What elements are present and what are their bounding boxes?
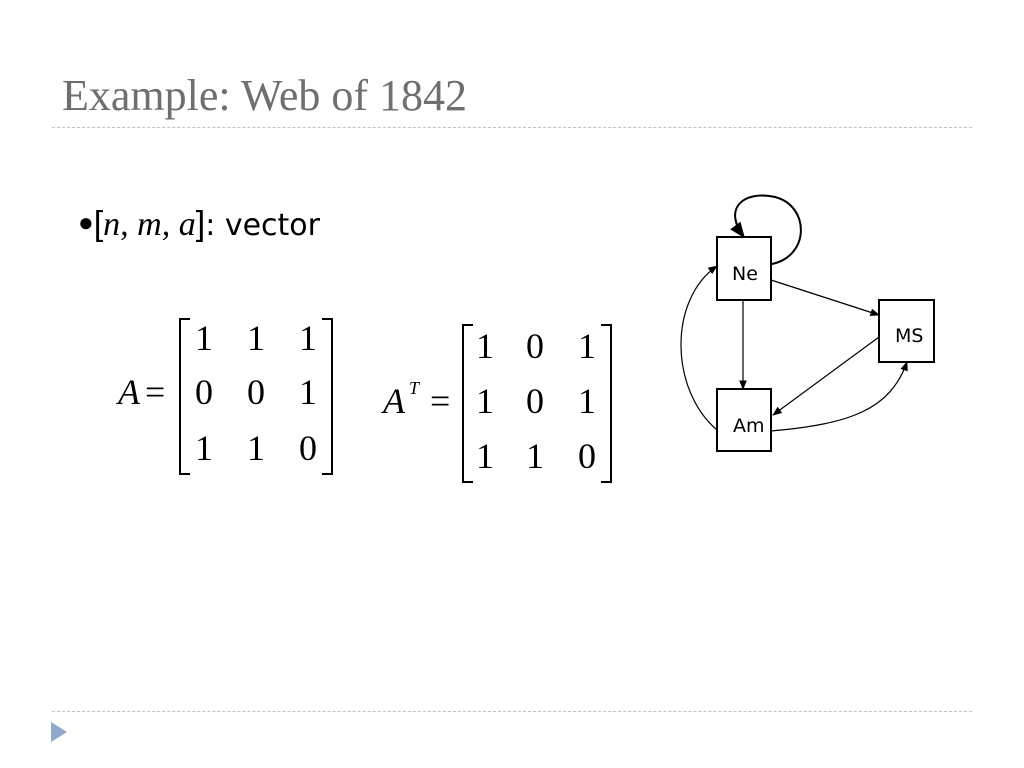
sep-2: ,	[161, 206, 179, 243]
bracket-close: ]	[195, 205, 206, 243]
var-n: n	[103, 206, 121, 243]
edge-ne-ms	[770, 279, 880, 316]
bullet-point: ●[n, m, a]: vector	[78, 205, 320, 244]
matrix-cell: 1	[476, 436, 494, 476]
node-am-box	[716, 388, 772, 452]
edge-ms-am	[772, 336, 880, 416]
footer-divider	[52, 711, 972, 712]
matrix-cell: 1	[195, 428, 213, 468]
matrix-cell: 1	[247, 318, 265, 358]
node-am-label: Am	[733, 415, 765, 437]
matrix-a-left-bracket	[179, 318, 190, 475]
triangle-right-icon[interactable]	[51, 722, 67, 742]
matrix-cell: 1	[299, 318, 317, 358]
matrix-cell: 1	[578, 326, 596, 366]
edge-am-ne	[680, 265, 718, 431]
matrix-cell: 1	[476, 381, 494, 421]
matrix-at-superscript: T	[409, 378, 421, 398]
matrix-cell: 1	[195, 318, 213, 358]
matrix-cell: 0	[578, 436, 596, 476]
bullet-text: : vector	[205, 208, 320, 243]
matrix-a-right-bracket	[322, 318, 333, 475]
bullet-dot-icon: ●	[78, 207, 94, 237]
matrix-cell: 1	[247, 428, 265, 468]
title-divider	[52, 127, 972, 128]
bracket-open: [	[93, 205, 104, 243]
edge-am-ms	[770, 361, 908, 432]
matrix-cell: 1	[476, 326, 494, 366]
matrix-at-right-bracket	[601, 324, 612, 483]
matrix-cell: 1	[299, 372, 317, 412]
var-a: a	[178, 206, 196, 243]
matrix-cell: 1	[526, 436, 544, 476]
sep-1: ,	[120, 206, 138, 243]
node-ms-box	[878, 299, 935, 363]
matrix-cell: 0	[526, 326, 544, 366]
matrix-cell: 1	[578, 381, 596, 421]
matrix-a-name: A	[116, 372, 141, 412]
node-ne-box	[716, 236, 772, 301]
matrix-cell: 0	[247, 372, 265, 412]
link-graph: Ne MS Am	[680, 194, 935, 452]
matrix-at-name: A	[381, 381, 406, 421]
matrix-cell: 0	[299, 428, 317, 468]
node-ms-label: MS	[895, 325, 923, 347]
slide-title: Example: Web of 1842	[62, 71, 468, 120]
matrix-cell: 0	[195, 372, 213, 412]
matrix-a-equals: =	[145, 372, 165, 412]
matrix-at-equals: =	[430, 381, 450, 421]
edge-ne-self-loop	[730, 194, 802, 265]
var-m: m	[137, 206, 162, 243]
node-ne-label: Ne	[732, 263, 758, 285]
matrix-cell: 0	[526, 381, 544, 421]
matrix-at-left-bracket	[462, 324, 473, 483]
